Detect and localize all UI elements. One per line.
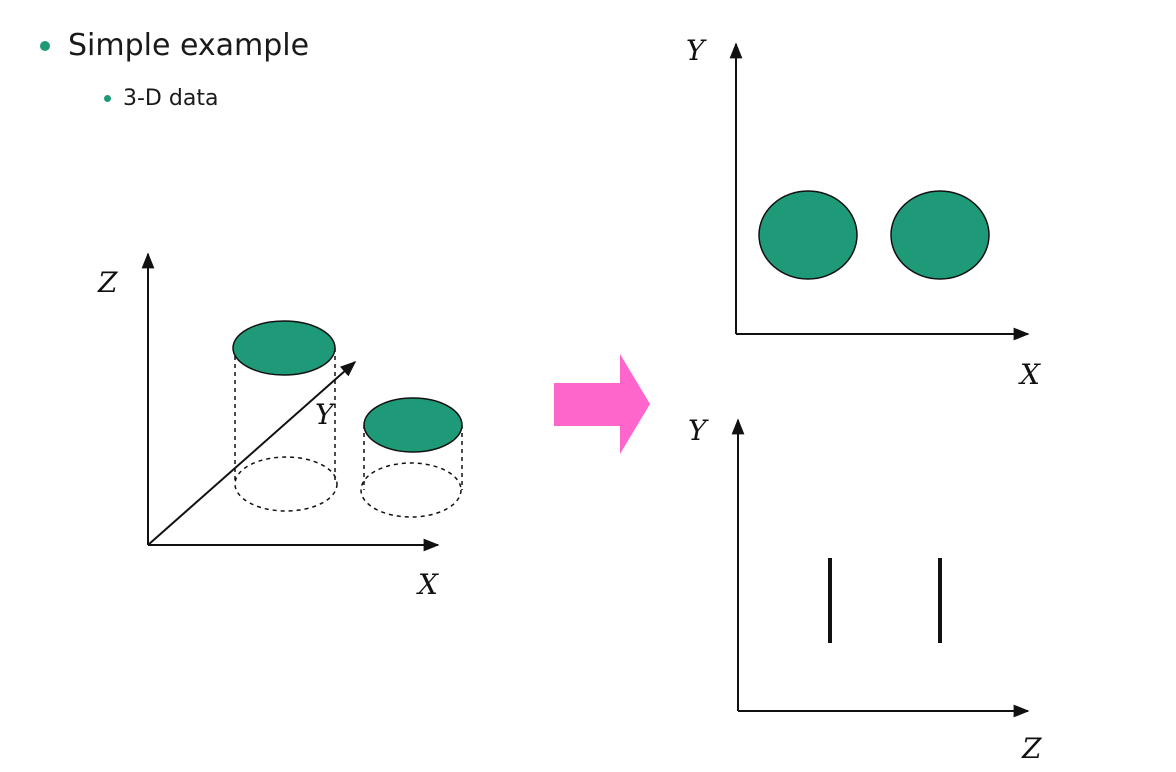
- cylinder-2-top: [363, 397, 463, 453]
- xy-x-axis-label: X: [1018, 358, 1041, 391]
- bullet-dot-icon: [40, 40, 50, 51]
- xy-projection: Y X: [686, 34, 1041, 391]
- xy-projected-circle-1: [758, 190, 858, 280]
- cylinder-1-top: [232, 320, 336, 376]
- cylinder-2-base: [360, 462, 462, 518]
- zy-z-axis-label: Z: [1021, 732, 1042, 765]
- bullet-text: 3-D data: [123, 86, 219, 111]
- 3d-view: Z Y X: [97, 252, 463, 601]
- bullet-dot-icon: [104, 95, 111, 102]
- zy-projection: Y Z: [688, 414, 1042, 765]
- bullet-item-3d-data: 3-D data: [104, 86, 218, 111]
- right-arrow-icon: [554, 354, 650, 454]
- bullet-text: Simple example: [68, 28, 310, 63]
- cylinder-1-base: [234, 456, 338, 512]
- y-axis-label: Y: [315, 398, 336, 431]
- xy-y-axis-label: Y: [686, 34, 707, 67]
- bullet-list: Simple example 3-D data: [0, 0, 600, 140]
- x-axis-label: X: [416, 568, 439, 601]
- bullet-item-simple-example: Simple example: [40, 28, 309, 63]
- z-axis-label: Z: [97, 266, 118, 299]
- xy-projected-circle-2: [890, 190, 990, 280]
- y-axis-diagonal: [147, 360, 357, 546]
- zy-y-axis-label: Y: [688, 414, 709, 447]
